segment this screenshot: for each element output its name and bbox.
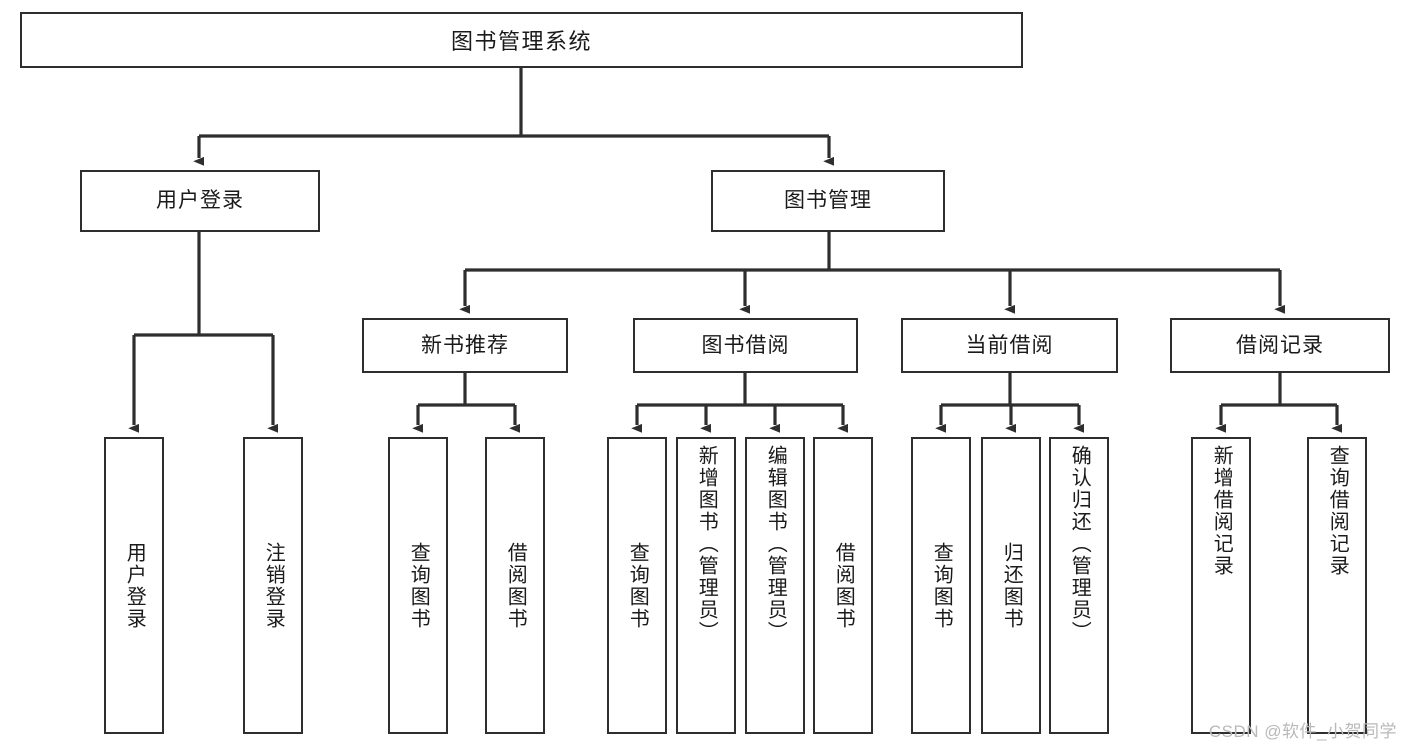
- leaf-node-6[interactable]: 编辑图书（管理员）: [745, 437, 805, 734]
- node-label: 当前借阅: [965, 333, 1054, 357]
- leaf-node-3[interactable]: 借阅图书: [485, 437, 545, 734]
- node-label: 用户登录: [156, 189, 244, 213]
- node-label: 图书管理: [784, 189, 872, 213]
- node-label: 用户登录: [123, 541, 146, 630]
- leaf-node-8[interactable]: 查询图书: [911, 437, 971, 734]
- node-label: 编辑图书（管理员）: [764, 445, 787, 643]
- leaf-node-0[interactable]: 用户登录: [104, 437, 164, 734]
- level2-node-3[interactable]: 借阅记录: [1170, 318, 1390, 373]
- leaf-node-10[interactable]: 确认归还（管理员）: [1049, 437, 1109, 734]
- node-label: 查询图书: [626, 541, 649, 630]
- node-label: 归还图书: [1000, 541, 1023, 630]
- level2-node-2[interactable]: 当前借阅: [901, 318, 1118, 373]
- node-label: 查询借阅记录: [1326, 445, 1349, 577]
- node-label: 确认归还（管理员）: [1068, 445, 1091, 643]
- node-label: 注销登录: [262, 541, 285, 630]
- leaf-node-2[interactable]: 查询图书: [388, 437, 448, 734]
- node-label: 借阅记录: [1236, 333, 1324, 357]
- level2-node-1[interactable]: 图书借阅: [633, 318, 858, 373]
- node-label: 图书管理系统: [450, 29, 592, 54]
- node-label: 查询图书: [930, 541, 953, 630]
- node-label: 新增借阅记录: [1210, 445, 1233, 577]
- leaf-node-1[interactable]: 注销登录: [243, 437, 303, 734]
- level1-node-0[interactable]: 用户登录: [80, 170, 320, 232]
- node-label: 新增图书（管理员）: [695, 445, 718, 643]
- csdn-watermark: CSDN @软件_小贺同学: [1208, 722, 1397, 741]
- leaf-node-9[interactable]: 归还图书: [981, 437, 1041, 734]
- level2-node-0[interactable]: 新书推荐: [362, 318, 568, 373]
- leaf-node-5[interactable]: 新增图书（管理员）: [676, 437, 736, 734]
- level1-node-1[interactable]: 图书管理: [711, 170, 945, 232]
- leaf-node-11[interactable]: 新增借阅记录: [1191, 437, 1251, 734]
- node-label: 借阅图书: [832, 541, 855, 630]
- node-label: 图书借阅: [701, 333, 790, 357]
- node-label: 新书推荐: [421, 333, 509, 357]
- leaf-node-7[interactable]: 借阅图书: [813, 437, 873, 734]
- node-label: 借阅图书: [504, 541, 527, 630]
- leaf-node-4[interactable]: 查询图书: [607, 437, 667, 734]
- root-node[interactable]: 图书管理系统: [20, 12, 1023, 68]
- leaf-node-12[interactable]: 查询借阅记录: [1307, 437, 1367, 734]
- node-label: 查询图书: [407, 541, 430, 630]
